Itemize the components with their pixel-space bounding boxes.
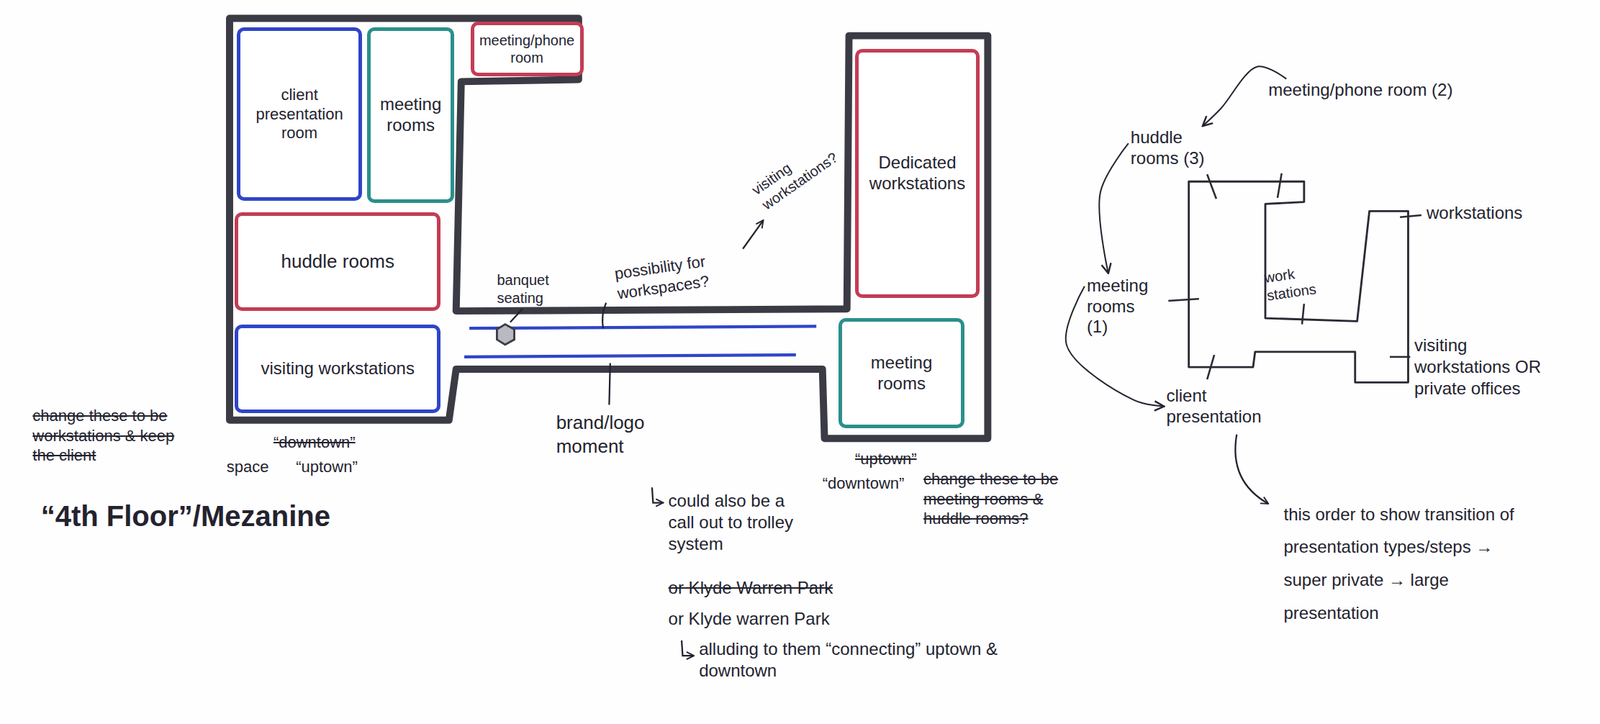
hook-arrow: [681, 640, 694, 656]
leader-arrow: [1235, 434, 1269, 504]
room-zone: Dedicated workstations: [855, 48, 980, 298]
annotation: or Klyde warren Park: [668, 608, 830, 630]
struck-note: “uptown”: [855, 449, 917, 470]
annotation: work stations: [1263, 257, 1349, 305]
room-zone: meeting rooms: [838, 318, 964, 429]
leader-line: [608, 362, 610, 405]
room-name: huddle rooms (3): [1130, 127, 1228, 170]
tick-line: [1302, 303, 1305, 324]
building-outline: [229, 18, 988, 440]
room-name: meeting/phone room: [478, 31, 576, 67]
hook-arrow: [652, 487, 664, 503]
annotation: could also be a call out to trolley syst…: [668, 490, 807, 555]
room-zone: huddle rooms: [234, 212, 441, 312]
struck-note: change these to be workstations & keep t…: [32, 405, 175, 466]
annotation: this order to show transition of present…: [1284, 498, 1539, 630]
struck-note: “downtown”: [273, 432, 356, 453]
annotation: “4th Floor”/Mezanine: [41, 498, 331, 535]
room-name: meeting rooms: [846, 352, 956, 395]
annotation: visiting workstations?: [748, 128, 849, 214]
tick-line: [1207, 354, 1215, 380]
key-plan-label: huddle rooms (3): [1130, 127, 1228, 170]
annotation: workstations: [1426, 202, 1523, 224]
tick-line: [1168, 298, 1200, 301]
tick-line: [1389, 356, 1410, 359]
tick-line: [1399, 215, 1422, 218]
room-name: client presentation room: [244, 85, 355, 143]
room-name: client presentation: [1165, 385, 1279, 428]
annotation: space: [226, 457, 270, 478]
corridor-line: [469, 326, 817, 329]
struck-note: change these to be meeting rooms & huddl…: [923, 469, 1087, 530]
corridor-line: [464, 354, 797, 357]
room-zone: meeting/phone room: [470, 21, 584, 78]
key-plan-outline: [1189, 181, 1409, 383]
tick-line: [1207, 174, 1217, 199]
annotation: visiting workstations OR private offices: [1414, 334, 1568, 400]
leader-line: [510, 308, 523, 322]
annotation: alluding to them “connecting” uptown & d…: [698, 638, 1036, 682]
room-name: visiting workstations: [242, 358, 433, 380]
room-name: meeting rooms: [374, 94, 447, 137]
banquet-icon: [496, 324, 514, 345]
room-name: huddle rooms: [242, 250, 433, 273]
tick-line: [1277, 173, 1282, 198]
annotation: “downtown”: [822, 473, 905, 494]
room-zone: meeting rooms: [367, 27, 455, 203]
annotation: banquet seating: [496, 271, 594, 308]
room-name: meeting/phone room (2): [1268, 79, 1523, 101]
leader-arrow: [742, 220, 763, 250]
room-name: Dedicated workstations: [862, 152, 972, 195]
flow-arrow: [1099, 143, 1129, 274]
key-plan-label: client presentation: [1165, 385, 1279, 428]
room-name: meeting rooms (1): [1086, 275, 1159, 338]
key-plan-label: meeting/phone room (2): [1268, 79, 1523, 101]
annotation: “uptown”: [295, 457, 358, 478]
leader-line: [602, 303, 607, 329]
key-plan-label: meeting rooms (1): [1086, 275, 1159, 338]
room-zone: client presentation room: [236, 27, 363, 201]
room-zone: visiting workstations: [234, 324, 441, 414]
annotation: brand/logo moment: [556, 410, 679, 458]
struck-note: or Klyde Warren Park: [668, 577, 834, 599]
annotation: possibility for workspaces?: [613, 246, 750, 304]
